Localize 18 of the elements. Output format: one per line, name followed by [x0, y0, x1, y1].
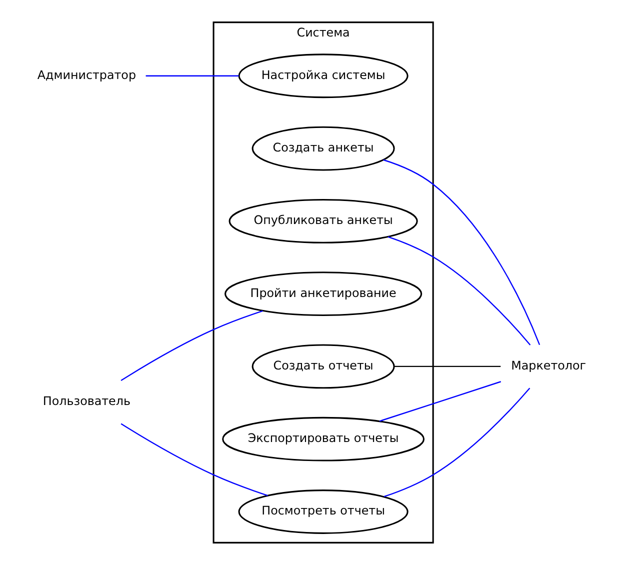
node-ellipse: Создать анкеты: [251, 126, 394, 171]
connector: [120, 310, 262, 381]
node-ellipse: Экспортировать отчеты: [222, 416, 424, 462]
node-ellipse: Создать отчеты: [251, 344, 394, 389]
node-ellipse: Настройка системы: [238, 54, 408, 98]
connector: [145, 75, 238, 76]
node-ellipse: Опубликовать анкеты: [228, 198, 418, 244]
connector: [378, 381, 501, 422]
node-text: Пользователь: [42, 394, 130, 408]
connector: [382, 159, 540, 346]
node-text: Маркетолог: [510, 358, 586, 372]
connector: [387, 236, 530, 346]
connector: [383, 388, 530, 498]
connector: [120, 423, 268, 496]
connector: [394, 366, 500, 368]
node-ellipse: Посмотреть отчеты: [238, 490, 408, 534]
node-text: Администратор: [36, 68, 136, 82]
node-ellipse: Пройти анкетирование: [224, 272, 422, 316]
